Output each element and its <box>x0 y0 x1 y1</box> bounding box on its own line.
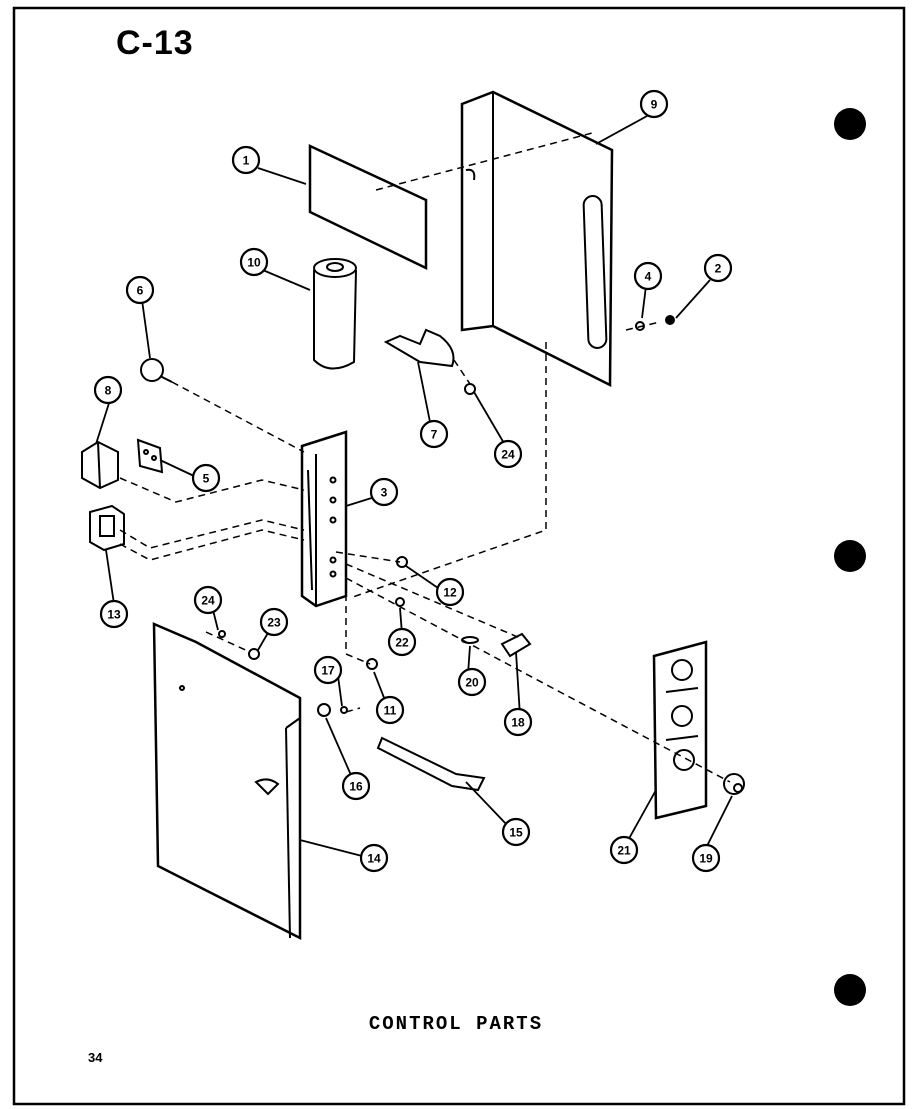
callout-18: 18 <box>503 707 533 737</box>
part-16-knob <box>317 703 331 717</box>
callout-21: 21 <box>609 835 639 865</box>
callout-6-label: 6 <box>137 284 144 298</box>
part-21-control-plate <box>652 640 708 820</box>
callout-19: 19 <box>691 843 721 873</box>
callout-19-label: 19 <box>699 852 713 866</box>
callout-22: 22 <box>387 627 417 657</box>
callout-20: 20 <box>457 667 487 697</box>
part-9-side-panel <box>460 90 614 388</box>
part-6-switch <box>140 358 173 383</box>
callouts: 1 2 3 4 5 6 7 8 9 10 11 12 13 14 15 16 1… <box>93 89 733 873</box>
callout-7-label: 7 <box>431 428 438 442</box>
part-8-relay <box>81 440 119 490</box>
callout-1-label: 1 <box>243 154 250 168</box>
callout-11: 11 <box>375 695 405 725</box>
callout-5: 5 <box>191 463 221 493</box>
callout-13: 13 <box>99 599 129 629</box>
callout-3-label: 3 <box>381 486 388 500</box>
callout-8-label: 8 <box>105 384 112 398</box>
callout-13-label: 13 <box>107 608 121 622</box>
callout-18-label: 18 <box>511 716 525 730</box>
part-23-nut <box>248 648 260 660</box>
callout-16-label: 16 <box>349 780 363 794</box>
leader-lines <box>95 109 733 857</box>
page-border <box>12 6 906 1106</box>
callout-1: 1 <box>231 145 261 175</box>
callout-23: 23 <box>259 607 289 637</box>
part-24b-nut <box>218 630 226 638</box>
callout-15: 15 <box>501 817 531 847</box>
binder-hole-bottom <box>834 974 866 1006</box>
callout-10: 10 <box>239 247 269 277</box>
binder-holes <box>834 108 866 1006</box>
callout-5-label: 5 <box>203 472 210 486</box>
callout-14-label: 14 <box>367 852 381 866</box>
part-11-screw <box>366 658 378 670</box>
callout-24-lower-label: 24 <box>201 594 215 608</box>
part-20-clip <box>461 636 479 644</box>
callout-9: 9 <box>639 89 669 119</box>
assembly-lines <box>119 131 731 783</box>
callout-17-label: 17 <box>321 664 335 678</box>
part-10-capacitor <box>313 258 357 370</box>
callout-21-label: 21 <box>617 844 631 858</box>
part-22-screw <box>395 597 405 607</box>
callout-7: 7 <box>419 419 449 449</box>
part-13-switch-block <box>89 504 125 552</box>
page-number: 34 <box>88 1050 103 1065</box>
callout-6: 6 <box>125 275 155 305</box>
callout-10-label: 10 <box>247 256 261 270</box>
callout-15-label: 15 <box>509 826 523 840</box>
callout-20-label: 20 <box>465 676 479 690</box>
callout-2-label: 2 <box>715 262 722 276</box>
callout-24-lower: 24 <box>193 585 223 615</box>
callout-9-label: 9 <box>651 98 658 112</box>
callout-4: 4 <box>633 261 663 291</box>
callout-24-upper-label: 24 <box>501 448 515 462</box>
callout-14: 14 <box>359 843 389 873</box>
callout-11-label: 11 <box>384 704 397 718</box>
callout-17: 17 <box>313 655 343 685</box>
callout-3: 3 <box>369 477 399 507</box>
part-17-washer <box>340 706 348 714</box>
part-15-rod <box>376 736 486 792</box>
callout-12-label: 12 <box>443 586 457 600</box>
diagram-caption: CONTROL PARTS <box>368 1013 544 1035</box>
callout-4-label: 4 <box>645 270 652 284</box>
callout-2: 2 <box>703 253 733 283</box>
part-5-terminal-board <box>136 438 164 474</box>
part-3-control-bracket <box>300 430 348 608</box>
part-18-clip <box>500 632 532 658</box>
part-7-bracket <box>383 328 455 368</box>
callout-23-label: 23 <box>267 616 281 630</box>
callout-8: 8 <box>93 375 123 405</box>
part-2-screw <box>665 315 675 325</box>
callout-12: 12 <box>435 577 465 607</box>
diagram-code: C-13 <box>116 24 194 62</box>
part-1-plate <box>308 144 428 270</box>
part-19-knob <box>723 773 745 795</box>
binder-hole-middle <box>834 540 866 572</box>
binder-hole-top <box>834 108 866 140</box>
callout-22-label: 22 <box>395 636 409 650</box>
part-14-front-panel <box>152 622 302 941</box>
callout-24-upper: 24 <box>493 439 523 469</box>
callout-16: 16 <box>341 771 371 801</box>
